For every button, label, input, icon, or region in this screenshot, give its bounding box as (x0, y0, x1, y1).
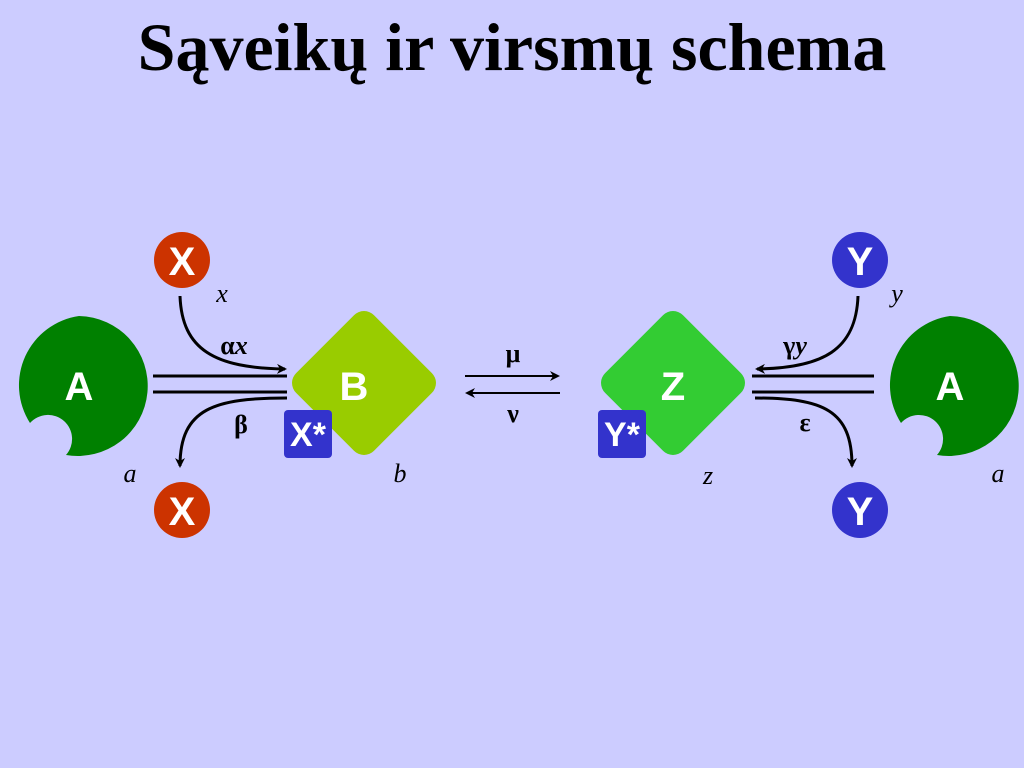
rate-alpha-x: αx (220, 331, 248, 360)
y-bottom-node: Y (832, 482, 888, 538)
rate-gamma: γ (782, 331, 795, 360)
x-bottom-node: X (154, 482, 210, 538)
rate-alpha-var: x (234, 331, 248, 360)
label-z: z (702, 461, 713, 490)
label-a-right: a (992, 459, 1005, 488)
x-top-node: X (154, 232, 210, 288)
rate-nu: ν (506, 399, 519, 428)
x-bottom-label: X (169, 490, 196, 534)
x-star-label: X* (290, 416, 327, 454)
b-label: B (340, 365, 369, 409)
y-bottom-label: Y (847, 490, 874, 534)
rate-gamma-var: y (792, 331, 807, 360)
label-x: x (215, 279, 228, 308)
left-reaction-arrows (153, 295, 288, 468)
a-right-label: A (936, 365, 965, 409)
right-reaction-arrows (752, 295, 874, 468)
z-label: Z (661, 365, 685, 409)
x-star-badge: X* (284, 410, 332, 458)
y-star-label: Y* (604, 416, 641, 454)
y-star-badge: Y* (598, 410, 646, 458)
rate-alpha: α (220, 331, 235, 360)
label-a-left: a (124, 459, 137, 488)
y-top-label: Y (847, 240, 874, 284)
rate-gamma-y: γy (782, 331, 807, 360)
rate-mu: μ (506, 339, 521, 368)
label-b: b (394, 459, 407, 488)
rate-epsilon: ε (799, 408, 810, 437)
label-y: y (888, 279, 903, 308)
mu-nu-arrows (465, 371, 560, 398)
y-top-node: Y (832, 232, 888, 288)
x-top-label: X (169, 240, 196, 284)
a-right-node: A (889, 316, 1019, 456)
a-left-label: A (65, 365, 94, 409)
a-left-node: A (18, 316, 148, 456)
rate-beta: β (234, 410, 248, 439)
diagram-title: Sąveikų ir virsmų schema (137, 9, 887, 85)
